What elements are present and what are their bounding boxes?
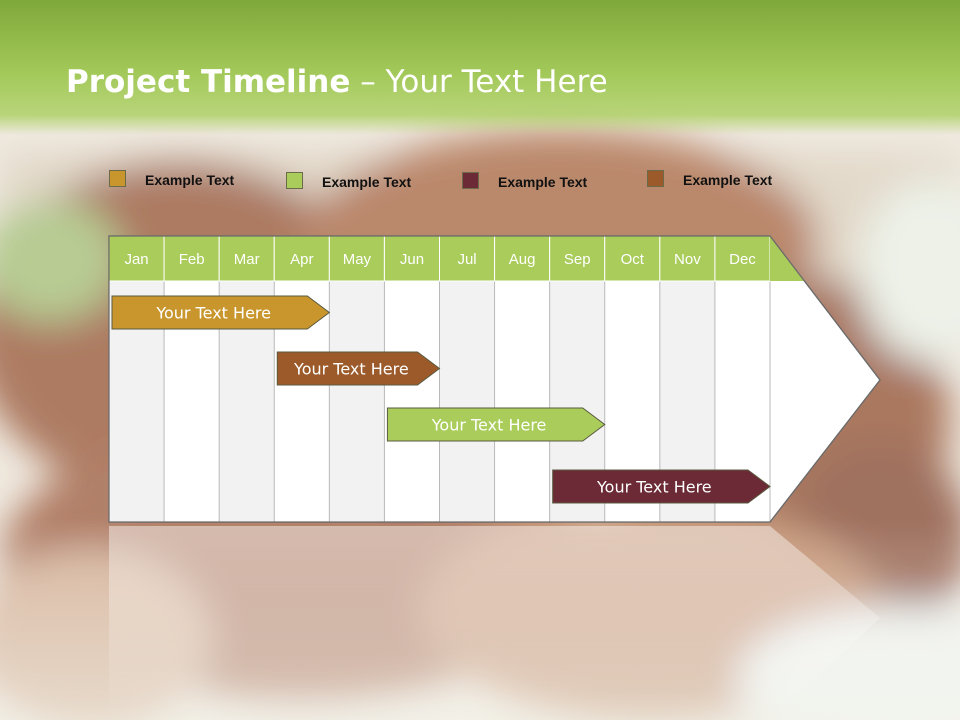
timeline-bar	[111, 295, 331, 330]
month-column	[329, 281, 385, 522]
month-column	[384, 281, 440, 522]
month-header-cell	[273, 235, 330, 282]
month-header-row: Jan Feb Mar Apr May Jun Jul Aug Sep Oct Nov Dec	[108, 235, 771, 282]
month-header-cell	[383, 235, 440, 282]
timeline-bar-label: Your Text Here	[596, 478, 712, 497]
month-header-cell	[328, 235, 385, 282]
page-title-subtitle: – Your Text Here	[350, 64, 608, 100]
month-label-apr: Apr	[290, 251, 313, 268]
month-header-cell	[439, 235, 496, 282]
month-label-mar: Mar	[234, 251, 260, 268]
timeline-bar	[552, 469, 771, 504]
legend-label: Example Text	[683, 172, 773, 188]
legend-swatch	[647, 170, 664, 187]
timeline-bar-label: Your Text Here	[293, 360, 409, 379]
legend-swatch	[109, 170, 126, 187]
month-label-nov: Nov	[674, 251, 701, 268]
timeline-bar-label: Your Text Here	[431, 416, 547, 435]
month-label-jan: Jan	[124, 251, 148, 268]
timeline-bar-label: Your Text Here	[155, 304, 271, 323]
month-label-aug: Aug	[509, 251, 536, 268]
legend-label: Example Text	[498, 174, 588, 190]
month-column	[439, 281, 495, 522]
page-title: Project Timeline – Your Text Here	[66, 60, 608, 104]
legend-swatch	[286, 172, 303, 189]
month-label-jul: Jul	[457, 251, 476, 268]
month-label-dec: Dec	[729, 251, 756, 268]
timeline-reflection	[109, 526, 880, 720]
title-banner	[0, 0, 960, 135]
month-label-oct: Oct	[621, 251, 645, 268]
legend-label: Example Text	[145, 172, 235, 188]
month-header-cell	[163, 235, 220, 282]
legend-swatch	[462, 172, 479, 189]
timeline-arrow-outline	[108, 235, 881, 523]
month-header-cell	[714, 235, 771, 282]
timeline-bar	[276, 351, 441, 386]
month-label-feb: Feb	[179, 251, 205, 268]
legend-label: Example Text	[322, 174, 412, 190]
page-title-main: Project Timeline	[66, 64, 351, 100]
month-header-cell	[218, 235, 275, 282]
month-label-may: May	[343, 251, 372, 268]
month-columns	[108, 236, 771, 522]
month-label-jun: Jun	[400, 251, 424, 268]
month-label-sep: Sep	[564, 251, 591, 268]
month-column	[494, 281, 550, 522]
timeline-bar	[386, 407, 606, 442]
